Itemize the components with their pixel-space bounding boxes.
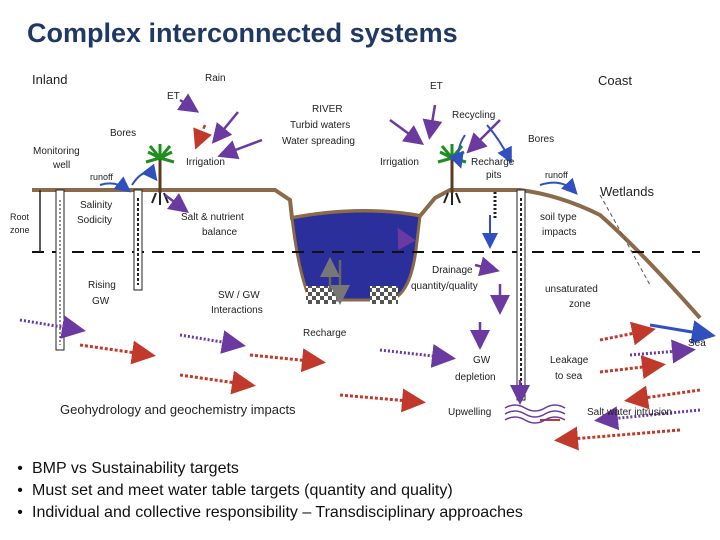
riverbed-sediment-left: [306, 286, 336, 304]
label-et-right: ET: [430, 81, 443, 92]
label-et-left: ET: [167, 91, 180, 102]
bullet-item: •Individual and collective responsibilit…: [8, 502, 523, 524]
bore-pipe-icon: [133, 189, 143, 291]
wetlands-slope: [599, 194, 651, 286]
label-geohydrology: Geohydrology and geochemistry impacts: [60, 402, 296, 417]
label-zone: zone: [10, 225, 30, 235]
label-rain: Rain: [205, 73, 226, 84]
label-salinity: Salinity: [80, 200, 113, 211]
label-drainage: Drainage: [432, 265, 473, 276]
upwelling-lines: [504, 404, 566, 424]
label-balance: balance: [202, 227, 238, 238]
label-to-sea: to sea: [555, 371, 583, 382]
label-gw: GW: [92, 296, 110, 307]
label-sodicity: Sodicity: [77, 215, 113, 226]
label-drainage-quality: quantity/quality: [411, 281, 478, 292]
label-salt-nutrient: Salt & nutrient: [181, 212, 244, 223]
palm-tree-icon: [145, 144, 175, 205]
bullet-item: •BMP vs Sustainability targets: [8, 458, 523, 480]
label-recharge-pits-1: Recharge: [471, 157, 515, 168]
label-interactions: Interactions: [211, 305, 263, 316]
label-gw-depletion-1: GW: [473, 355, 491, 366]
bore-pipe-icon: [55, 189, 65, 351]
label-recharge-pits-2: pits: [486, 170, 502, 181]
label-rising: Rising: [88, 280, 116, 291]
label-irrigation-right: Irrigation: [380, 157, 419, 168]
label-gw-depletion-2: depletion: [455, 372, 496, 383]
river-channel: [290, 209, 422, 302]
label-upwelling: Upwelling: [448, 407, 492, 418]
label-root: Root: [10, 212, 30, 222]
bullet-dot-icon: •: [17, 504, 23, 521]
label-monitoring: Monitoring: [33, 146, 80, 157]
label-river: RIVER: [312, 104, 343, 115]
label-impacts: impacts: [542, 227, 577, 238]
label-bores-right: Bores: [528, 134, 555, 145]
label-water-spreading: Water spreading: [282, 136, 355, 147]
bullet-dot-icon: •: [17, 460, 23, 477]
label-recharge: Recharge: [303, 328, 347, 339]
label-sw-gw: SW / GW: [218, 290, 260, 301]
label-bores-left: Bores: [110, 128, 137, 139]
bullet-dot-icon: •: [17, 482, 23, 499]
label-runoff-left: runoff: [90, 172, 113, 182]
riverbed-sediment-right: [370, 286, 398, 304]
label-soil-type: soil type: [540, 212, 577, 223]
label-leakage: Leakage: [550, 355, 589, 366]
bore-pipe-icon: [516, 189, 526, 401]
label-coast: Coast: [598, 73, 632, 88]
label-wetlands: Wetlands: [600, 184, 654, 199]
bullet-item: •Must set and meet water table targets (…: [8, 480, 523, 502]
bullet-list: •BMP vs Sustainability targets •Must set…: [8, 458, 523, 524]
label-inland: Inland: [32, 72, 68, 87]
label-sea: Sea: [688, 338, 706, 349]
label-unsat-zone: zone: [569, 299, 591, 310]
page-title: Complex interconnected systems: [27, 18, 458, 48]
label-well: well: [53, 160, 71, 171]
label-recycling: Recycling: [452, 110, 496, 121]
label-runoff-right: runoff: [545, 170, 568, 180]
label-turbid-waters: Turbid waters: [290, 120, 351, 131]
label-salt-water-intrusion: Salt water intrusion: [587, 407, 673, 418]
label-unsaturated: unsaturated: [545, 284, 598, 295]
label-irrigation-left: Irrigation: [186, 157, 225, 168]
